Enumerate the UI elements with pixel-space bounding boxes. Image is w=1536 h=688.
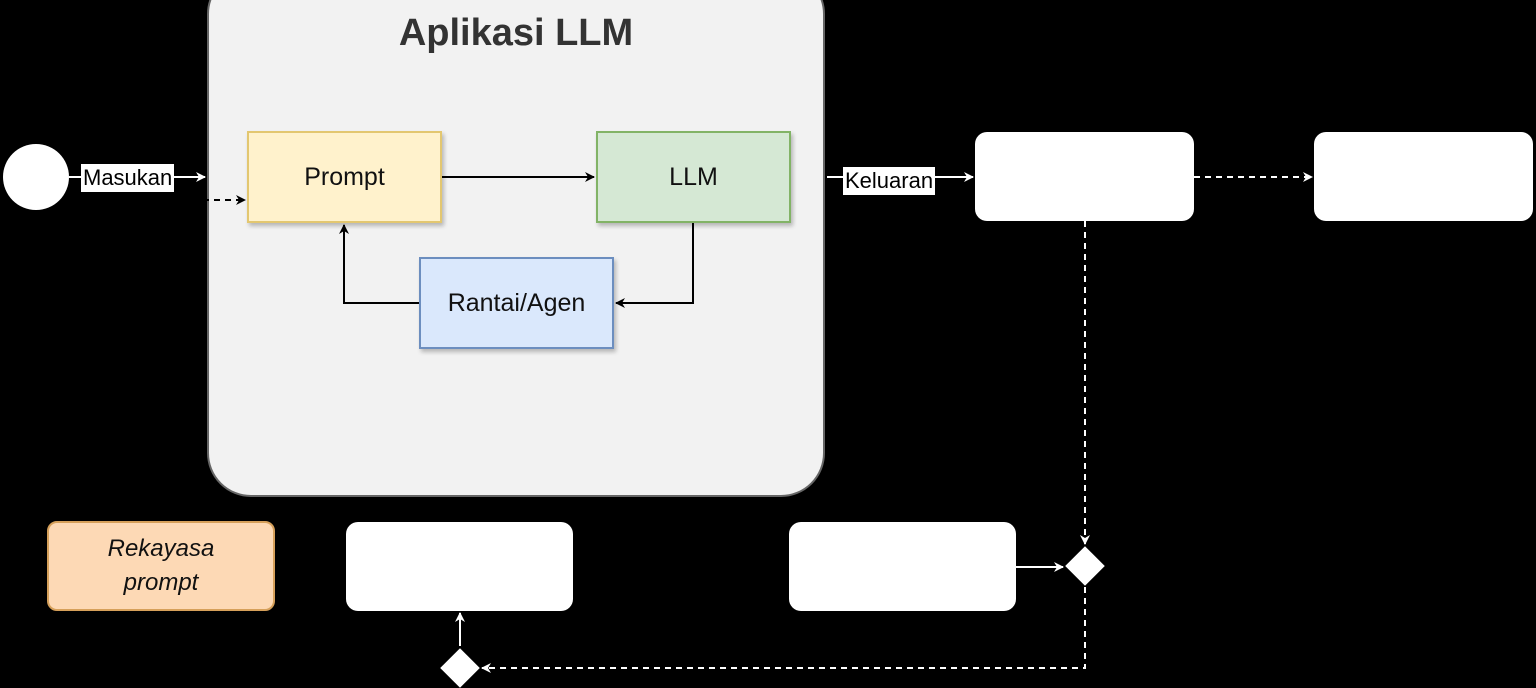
start-node[interactable] (3, 144, 69, 210)
llm-node[interactable]: LLM (596, 131, 791, 223)
prompt-engineering-label: Rekayasa prompt (107, 535, 215, 596)
chain-agent-node[interactable]: Rantai/Agen (419, 257, 614, 349)
chain-to-prompt-arrow (339, 224, 419, 304)
container-title: Aplikasi LLM (398, 12, 634, 54)
downstream-box[interactable] (1314, 132, 1533, 221)
llm-node-label: LLM (669, 162, 718, 191)
llm-application-container (207, 0, 825, 497)
input-edge-label: Masukan (81, 164, 175, 192)
prompt-engineering-dashed-link (160, 195, 246, 521)
prompt-node[interactable]: Prompt (247, 131, 442, 223)
bottom-left-box[interactable] (346, 522, 573, 611)
output-edge-label: Keluaran (843, 167, 936, 195)
prompt-engineering-node[interactable]: Rekayasa prompt (47, 521, 275, 611)
bottom-right-box[interactable] (789, 522, 1016, 611)
llm-to-chain-arrow (615, 223, 694, 308)
prompt-node-label: Prompt (304, 162, 385, 191)
decision-loop-dashed-arrow (481, 587, 1086, 673)
chain-agent-node-label: Rantai/Agen (447, 288, 586, 317)
output-target-box[interactable] (975, 132, 1194, 221)
